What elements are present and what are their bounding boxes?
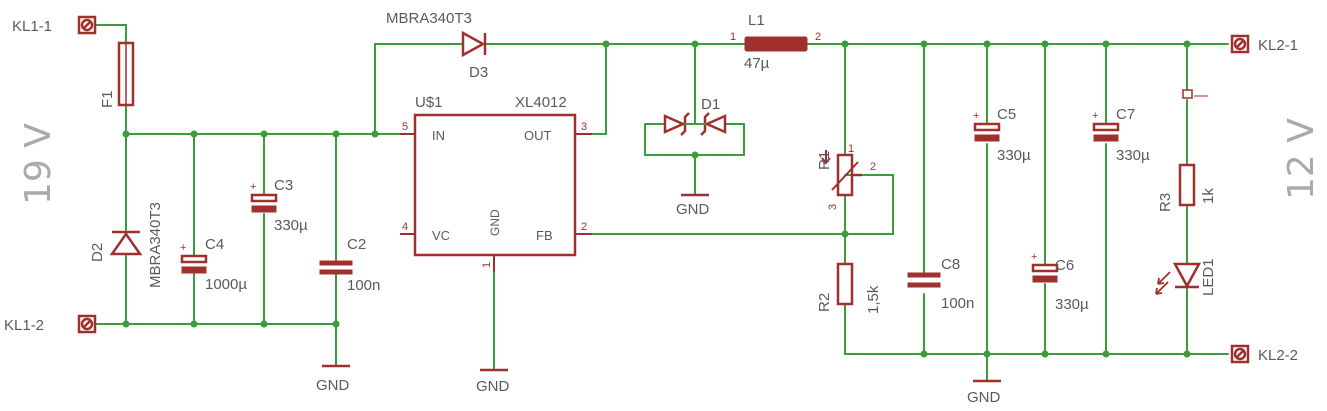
label-c3: C3 [274,177,293,194]
output-voltage-label: 12 V [1281,118,1322,200]
pin-number-1: 1 [481,262,493,268]
diode-d1: D1 [644,96,745,136]
label-c6-value: 330µ [1055,296,1089,313]
polarity-mark-c5: + [973,110,979,122]
label-c3-value: 330µ [274,217,308,234]
label-r2-value: 1,5k [865,285,882,314]
label-gnd-d1: GND [676,201,710,218]
label-c8: C8 [941,256,960,273]
terminal-kl2-2: KL2-2 [1230,344,1298,364]
label-u1: U$1 [415,94,443,111]
label-c7: C7 [1116,106,1135,123]
terminal-kl1-2: KL1-2 [4,314,97,334]
pin-label-out: OUT [524,128,552,143]
label-l1-value: 47µ [744,55,770,72]
polarity-mark-c7: + [1092,110,1098,122]
resistor-r3: R3 1k [1157,163,1217,212]
fuse-f1: F1 [99,41,135,108]
label-r3-value: 1k [1200,188,1217,204]
label-l1: L1 [748,12,765,29]
pin-number-3: 3 [581,121,587,133]
ic-u1: U$1 XL4012 IN OUT VC FB GND 5 3 4 2 1 [400,94,592,272]
capacitor-c3: + C3 330µ [250,177,308,234]
label-led1: LED1 [1200,258,1217,296]
label-d2-value: MBRA340T3 [147,202,164,288]
potentiometer-r1: 1 2 3 R1 [816,143,876,210]
pin-label-in: IN [432,128,445,143]
pin-label-fb: FB [536,228,553,243]
label-f1: F1 [99,90,116,108]
inductor-l1: 1 2 L1 47µ [730,12,821,72]
pin-label-vc: VC [432,228,450,243]
label-c5: C5 [997,106,1016,123]
label-kl2-2: KL2-2 [1258,347,1298,364]
input-voltage-label: 19 V [18,123,59,205]
polarity-mark-c3: + [250,181,256,193]
pin-number-r1-3: 3 [827,204,839,210]
label-kl1-2: KL1-2 [4,317,44,334]
label-d3: D3 [469,64,488,81]
ground-c2: GND [316,364,350,394]
capacitor-c7: + C7 330µ [1092,106,1150,164]
label-kl1-1: KL1-1 [12,18,52,35]
label-d2: D2 [89,243,106,262]
label-d3-value: MBRA340T3 [386,10,472,27]
resistor-r2: R2 1,5k [816,262,882,314]
label-c2: C2 [347,236,366,253]
label-c6: C6 [1055,257,1074,274]
capacitor-c4: + C4 1000µ [180,236,247,293]
label-gnd-u1: GND [476,378,510,395]
capacitor-c2: C2 100n [319,236,380,294]
capacitor-c5: + C5 330µ [973,106,1031,164]
label-u1-value: XL4012 [515,94,567,111]
diode-d2: D2 MBRA340T3 [89,202,164,288]
ground-d1: GND [676,193,710,218]
polarity-mark-c6: + [1031,251,1037,263]
capacitor-c8: C8 100n [907,256,974,312]
capacitor-c6: + C6 330µ [1031,251,1089,313]
pin-label-gnd: GND [488,209,502,236]
terminal-kl1-1: KL1-1 [12,15,97,35]
pin-number-5: 5 [402,121,408,133]
pin-number-r1-2: 2 [870,161,876,173]
label-c8-value: 100n [941,295,974,312]
pin-number-4: 4 [402,221,408,233]
pin-number-l1-2: 2 [815,31,821,43]
label-r2: R2 [816,293,833,312]
label-gnd-c2: GND [316,377,350,394]
junctions [122,40,1191,358]
solder-jumper [1182,89,1208,99]
label-r3: R3 [1157,193,1174,212]
pin-number-r1-1: 1 [848,143,854,155]
label-kl2-1: KL2-1 [1258,37,1298,54]
polarity-mark-c4: + [180,242,186,254]
diode-d3: MBRA340T3 D3 [386,10,488,81]
label-gnd-output: GND [967,389,1001,406]
label-c2-value: 100n [347,277,380,294]
ground-u1: GND [476,368,510,395]
label-r1: R1 [816,151,833,170]
terminal-kl2-1: KL2-1 [1230,34,1298,54]
label-c7-value: 330µ [1116,147,1150,164]
label-c4-value: 1000µ [205,276,247,293]
label-d1: D1 [701,96,720,113]
pin-number-2: 2 [581,221,587,233]
label-c4: C4 [205,236,224,253]
led-led1: LED1 [1155,258,1217,296]
pin-number-l1-1: 1 [730,31,736,43]
label-c5-value: 330µ [997,147,1031,164]
ground-output: GND [967,379,1001,406]
